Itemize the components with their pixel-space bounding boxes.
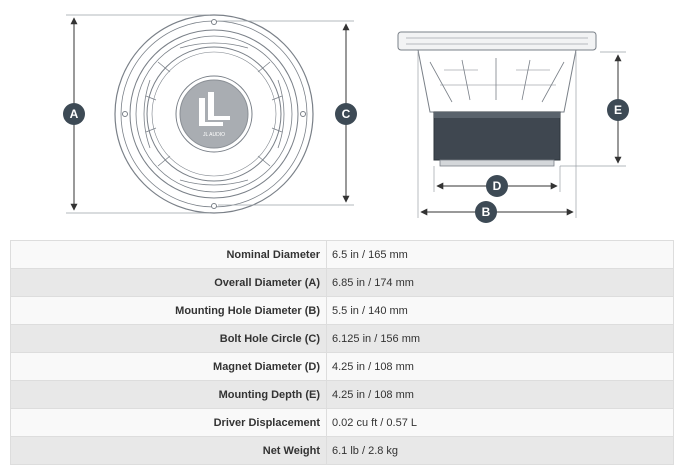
- spec-row-driver-displacement: Driver Displacement 0.02 cu ft / 0.57 L: [10, 408, 674, 437]
- badge-a: A: [63, 103, 85, 125]
- spec-row-bolt-hole-circle: Bolt Hole Circle (C) 6.125 in / 156 mm: [10, 324, 674, 353]
- spec-value: 6.85 in / 174 mm: [326, 268, 674, 297]
- badge-b: B: [475, 201, 497, 223]
- jl-audio-logo: JL AUDIO: [199, 92, 230, 138]
- spec-value: 5.5 in / 140 mm: [326, 296, 674, 325]
- spec-label: Mounting Hole Diameter (B): [10, 296, 327, 325]
- spec-label: Magnet Diameter (D): [10, 352, 327, 381]
- spec-row-net-weight: Net Weight 6.1 lb / 2.8 kg: [10, 436, 674, 465]
- badge-c: C: [335, 103, 357, 125]
- spec-row-mounting-depth: Mounting Depth (E) 4.25 in / 108 mm: [10, 380, 674, 409]
- spec-row-mounting-hole-diameter: Mounting Hole Diameter (B) 5.5 in / 140 …: [10, 296, 674, 325]
- svg-text:A: A: [70, 107, 79, 121]
- spec-label: Net Weight: [10, 436, 327, 465]
- spec-label: Bolt Hole Circle (C): [10, 324, 327, 353]
- svg-text:B: B: [482, 205, 491, 219]
- svg-text:C: C: [342, 107, 351, 121]
- spec-value: 6.125 in / 156 mm: [326, 324, 674, 353]
- badge-e: E: [607, 99, 629, 121]
- specifications-table: Nominal Diameter 6.5 in / 165 mm Overall…: [10, 240, 674, 465]
- spec-label: Overall Diameter (A): [10, 268, 327, 297]
- spec-value: 0.02 cu ft / 0.57 L: [326, 408, 674, 437]
- spec-row-nominal-diameter: Nominal Diameter 6.5 in / 165 mm: [10, 240, 674, 269]
- spec-row-magnet-diameter: Magnet Diameter (D) 4.25 in / 108 mm: [10, 352, 674, 381]
- spec-value: 4.25 in / 108 mm: [326, 352, 674, 381]
- spec-value: 6.5 in / 165 mm: [326, 240, 674, 269]
- spec-value: 6.1 lb / 2.8 kg: [326, 436, 674, 465]
- speaker-dimension-diagram: JL AUDIO A C: [63, 14, 629, 223]
- badge-d: D: [486, 175, 508, 197]
- spec-label: Mounting Depth (E): [10, 380, 327, 409]
- svg-text:E: E: [614, 103, 622, 117]
- spec-label: Nominal Diameter: [10, 240, 327, 269]
- svg-text:JL AUDIO: JL AUDIO: [203, 132, 225, 138]
- spec-row-overall-diameter: Overall Diameter (A) 6.85 in / 174 mm: [10, 268, 674, 297]
- spec-value: 4.25 in / 108 mm: [326, 380, 674, 409]
- side-view: [397, 31, 597, 167]
- spec-label: Driver Displacement: [10, 408, 327, 437]
- svg-text:D: D: [493, 179, 502, 193]
